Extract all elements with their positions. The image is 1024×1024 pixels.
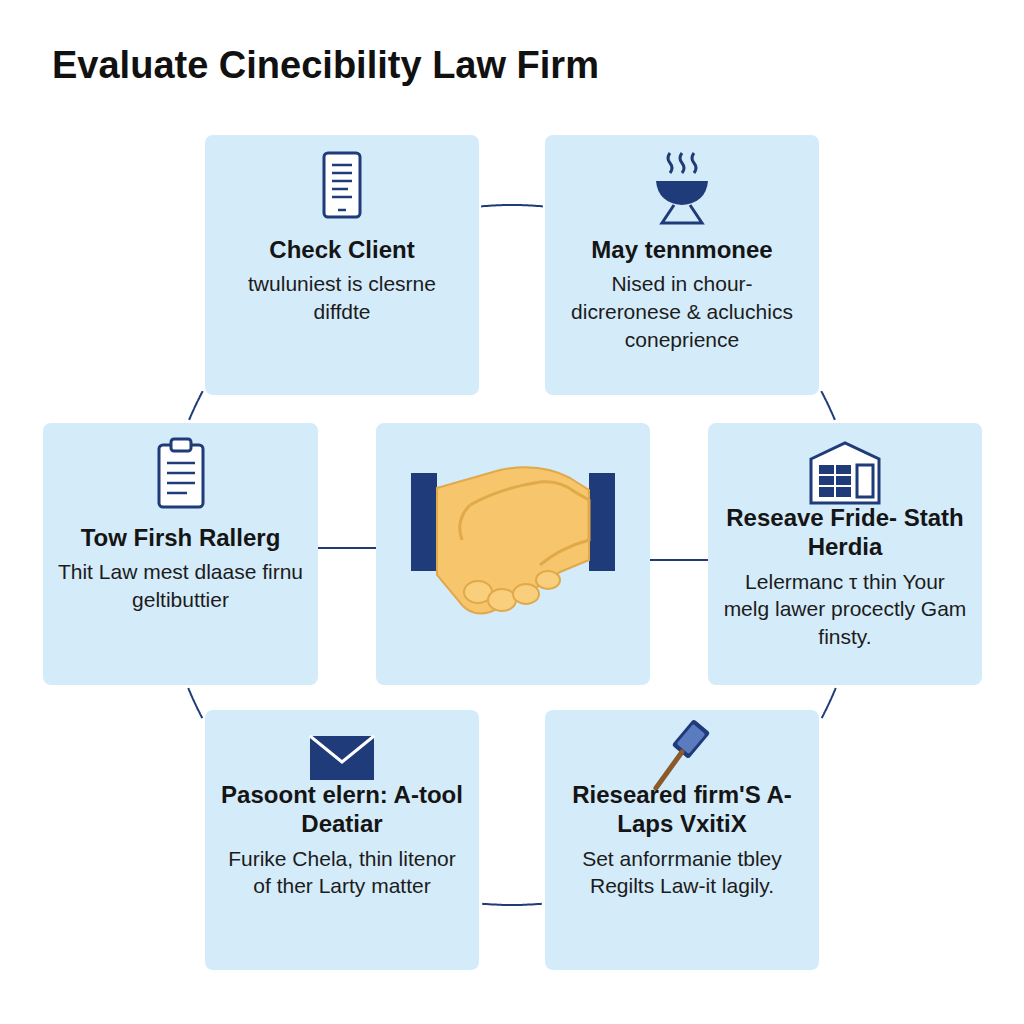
step-heading: Tow Firsh Rallerg [53,523,308,552]
link-line [316,547,378,549]
step-box: Reseave Fride- Stath HerdiaLelermanc τ t… [708,423,982,685]
step-description: twuluniest is clesrne diffdte [217,270,467,325]
ring-connector [188,688,202,718]
step-heading: Reseave Fride- Stath Herdia [718,503,972,562]
link-line [648,559,710,561]
step-box: Tow Firsh RallergThit Law mest dlaase fi… [43,423,318,685]
ring-connector [481,205,543,206]
handshake-illustration [411,467,615,613]
ring-connector [482,904,542,905]
phone-icon [302,147,382,227]
step-heading: Pasoont elern: A-tool Deatiar [215,780,469,839]
step-description: Set anforrmanie tbley Regilts Law-it lag… [557,845,807,900]
step-heading: May tennmonee [555,235,809,264]
step-box: Rieseared firm'S A-Laps VxitiX Set anforr… [545,710,819,970]
clipboard-icon [141,433,221,513]
building-icon [805,431,885,511]
step-box: Pasoont elern: A-tool DeatiarFurike Chel… [205,710,479,970]
step-box: May tennmoneeNised in chour- dicreronese… [545,135,819,395]
step-heading: Check Client [215,235,469,264]
ring-connector [189,391,203,420]
bowl-icon [642,147,722,227]
ring-connector [822,688,836,718]
step-description: Nised in chour- dicreronese & acluchics … [557,270,807,353]
step-description: Thit Law mest dlaase firnu geltibuttier [55,558,306,613]
diagram-title: Evaluate Cinecibility Law Firm [52,44,599,87]
ring-connector [821,391,835,420]
center-panel [376,423,650,685]
step-description: Lelermanc τ thin Your melg lawer procect… [720,568,970,651]
step-description: Furike Chela, thin litenor of ther Larty… [217,845,467,900]
step-box: Check Client twuluniest is clesrne diffdt… [205,135,479,395]
step-heading: Rieseared firm'S A-Laps VxitiX [555,780,809,839]
